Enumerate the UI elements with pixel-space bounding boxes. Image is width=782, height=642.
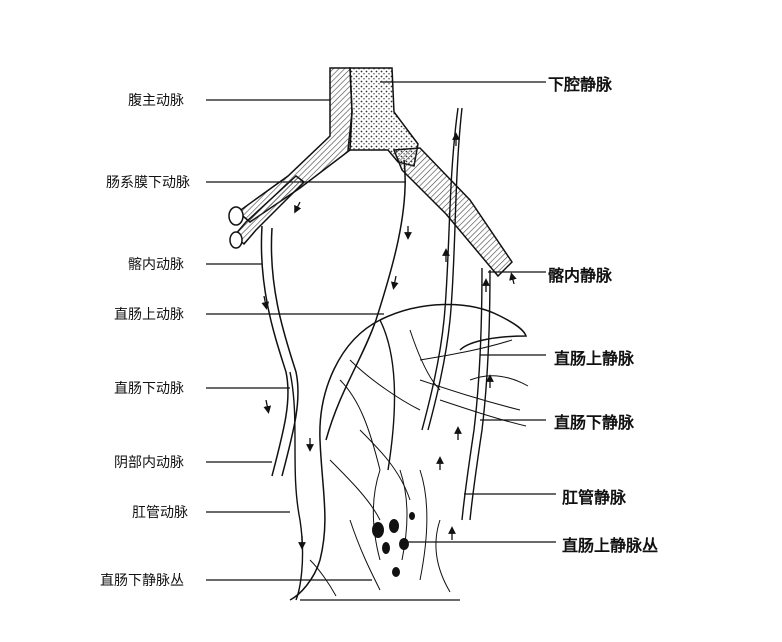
label-inferior-rectal-artery: 直肠下动脉: [114, 381, 184, 397]
label-inferior-vena-cava: 下腔静脉: [548, 75, 613, 94]
abdominal-aorta: [236, 67, 353, 223]
label-internal-pudendal-artery: 阴部内动脉: [114, 455, 184, 471]
leader-lines-left: [206, 99, 406, 581]
label-inferior-rectal-venous-plexus: 直肠下静脉丛: [100, 573, 184, 589]
rectal-veins: [421, 107, 491, 521]
label-superior-rectal-vein: 直肠上静脉: [554, 349, 635, 368]
label-anal-artery: 肛管动脉: [132, 505, 188, 521]
label-superior-rectal-artery: 直肠上动脉: [114, 307, 184, 323]
venous-plexus: [372, 512, 415, 577]
label-abdominal-aorta: 腹主动脉: [128, 93, 184, 109]
rectum-outline: [289, 319, 381, 601]
leader-lines-right: [380, 81, 556, 543]
flow-arrows: [261, 132, 517, 550]
internal-iliac-artery: [260, 225, 299, 477]
label-inferior-mesenteric-artery: 肠系膜下动脉: [106, 175, 190, 191]
label-superior-rectal-venous-plexus: 直肠上静脉丛: [562, 536, 659, 555]
internal-iliac-vein-trunk: [392, 147, 513, 278]
label-inferior-rectal-vein: 直肠下静脉: [554, 413, 635, 432]
vascular-network: [309, 329, 529, 597]
label-anal-vein: 肛管静脉: [562, 488, 627, 507]
label-internal-iliac-artery: 髂内动脉: [128, 257, 184, 273]
label-internal-iliac-vein: 髂内静脉: [548, 266, 613, 285]
